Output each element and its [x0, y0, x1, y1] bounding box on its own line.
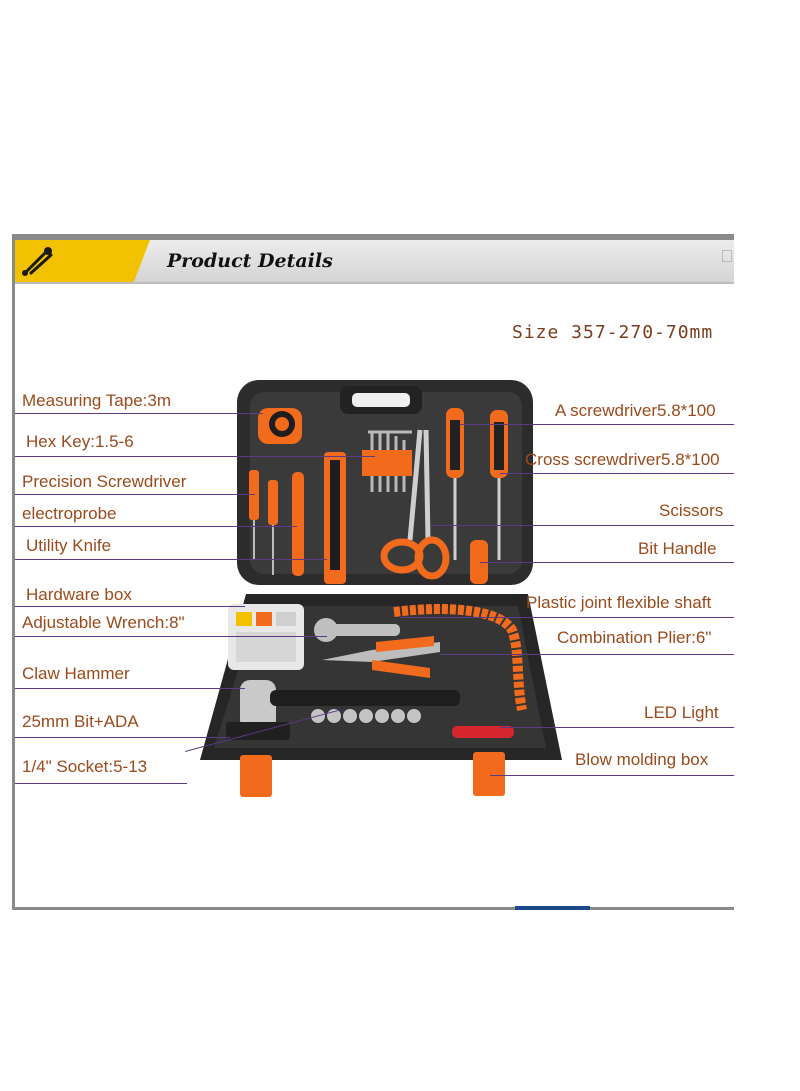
leader-line: [15, 526, 297, 527]
product-details-banner: Product Details: [15, 240, 734, 284]
leader-line: [400, 617, 734, 618]
product-frame: [12, 234, 734, 910]
banner-accent: [15, 240, 150, 282]
label-utility-knife: Utility Knife: [26, 536, 112, 555]
label-hex-key: Hex Key:1.5-6: [26, 432, 134, 451]
label-adjustable-wrench: Adjustable Wrench:8": [22, 613, 185, 632]
label-bit-handle: Bit Handle: [638, 539, 717, 558]
label-a-screwdriver: A screwdriver5.8*100: [555, 401, 716, 420]
leader-line: [500, 727, 734, 728]
leader-line: [460, 424, 734, 425]
label-flexible-shaft: Plastic joint flexible shaft: [526, 593, 712, 612]
label-measuring-tape: Measuring Tape:3m: [22, 391, 171, 410]
leader-line: [15, 606, 245, 607]
leader-line: [15, 783, 187, 784]
leader-line: [490, 775, 734, 776]
size-label: Size 357-270-70mm: [512, 322, 714, 343]
leader-line: [15, 413, 263, 414]
label-hardware-box: Hardware box: [26, 585, 132, 604]
label-electroprobe: electroprobe: [22, 504, 117, 523]
label-claw-hammer: Claw Hammer: [22, 664, 130, 683]
label-cross-screwdriver: Cross screwdriver5.8*100: [525, 450, 720, 469]
label-blow-molding-box: Blow molding box: [575, 750, 709, 769]
page-title: Product Details: [167, 250, 333, 272]
leader-line: [15, 688, 245, 689]
leader-line: [440, 654, 734, 655]
label-precision-screwdriver: Precision Screwdriver: [22, 472, 187, 491]
label-combination-plier: Combination Plier:6": [557, 628, 712, 647]
leader-line: [500, 473, 734, 474]
label-bit-ada: 25mm Bit+ADA: [22, 712, 139, 731]
leader-line: [15, 737, 230, 738]
leader-line: [15, 636, 327, 637]
bottom-accent-bar: [515, 906, 590, 910]
leader-line: [15, 456, 375, 457]
leader-line: [15, 559, 327, 560]
label-led-light: LED Light: [644, 703, 719, 722]
wrench-icon: [22, 247, 53, 276]
label-scissors: Scissors: [659, 501, 724, 520]
label-socket: 1/4" Socket:5-13: [22, 757, 148, 776]
leader-line: [480, 562, 734, 563]
leader-line: [15, 494, 255, 495]
leader-line: [430, 525, 734, 526]
banner-marker: [722, 250, 732, 262]
